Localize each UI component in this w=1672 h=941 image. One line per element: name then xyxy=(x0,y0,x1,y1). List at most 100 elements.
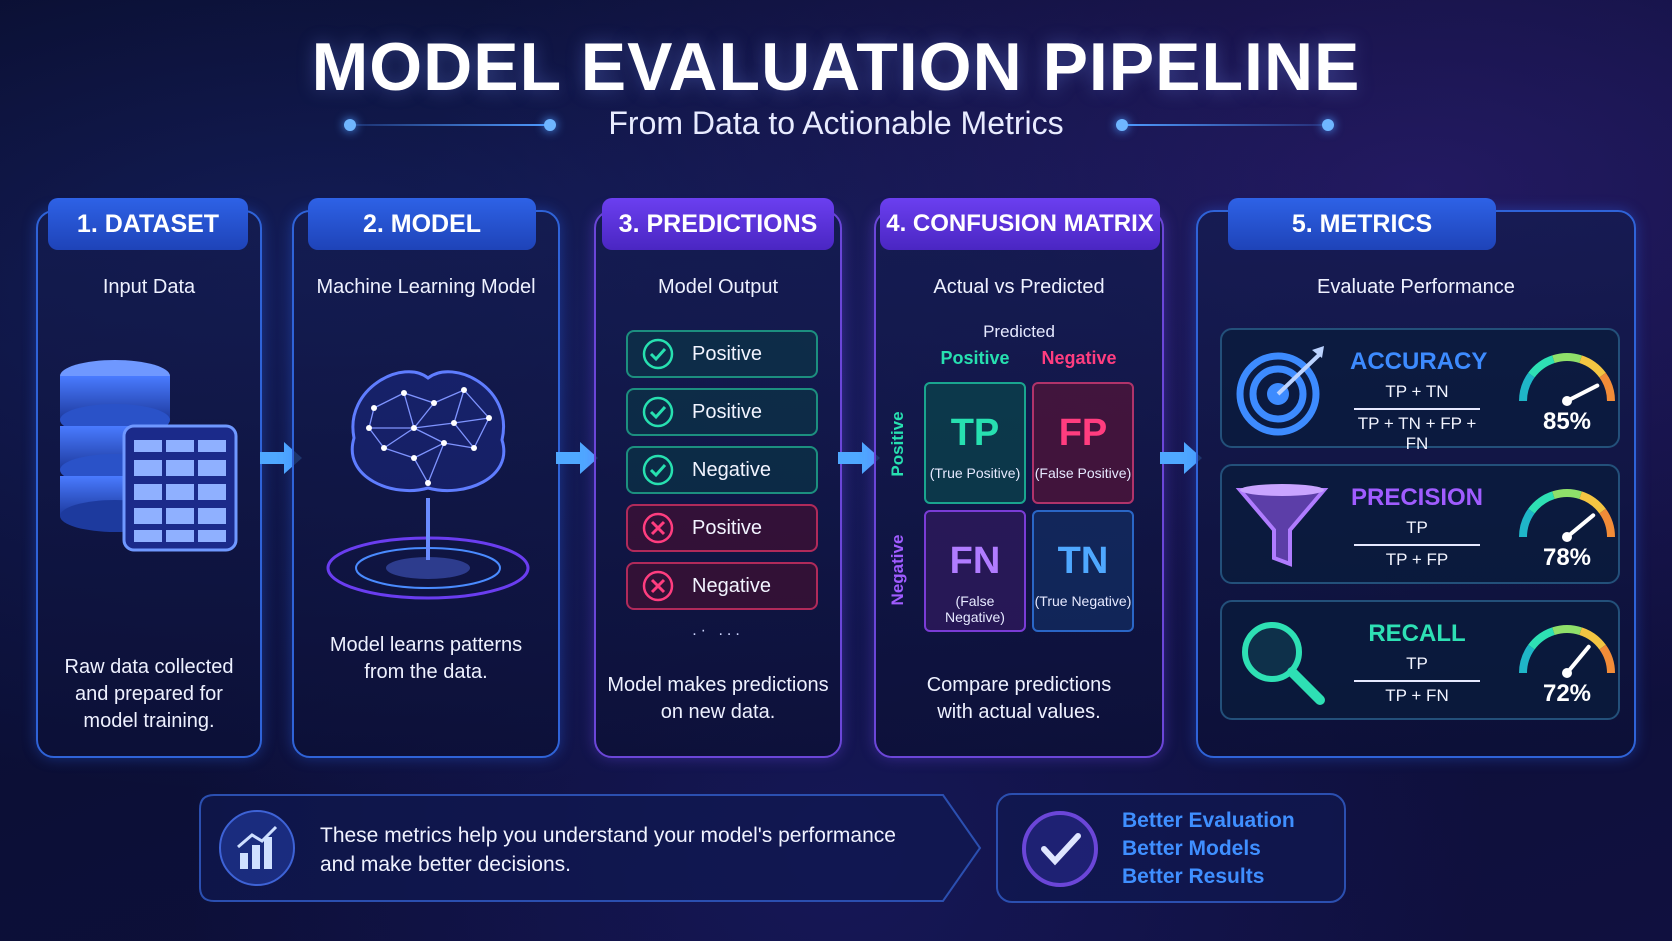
gauge-segment xyxy=(1552,489,1582,500)
gauge-segment xyxy=(1519,508,1535,538)
stage-dataset-panel: 1. DATASET Input Data Raw data collected… xyxy=(36,198,262,758)
metric-card-precision: PRECISION TP TP + FP 78% xyxy=(1220,464,1620,584)
metric-numerator: TP + TN xyxy=(1385,382,1449,401)
flow-arrow-icon xyxy=(260,442,302,474)
flow-arrow-icon xyxy=(1160,442,1202,474)
footer-banner-shape xyxy=(199,794,982,902)
target-icon xyxy=(1236,346,1324,436)
stage-metrics-tab: 5. METRICS xyxy=(1228,198,1496,250)
benefit-item: Better Results xyxy=(1122,865,1265,888)
fraction-bar xyxy=(1354,544,1480,546)
gauge-hub xyxy=(1562,396,1572,406)
gauge-needle xyxy=(1565,644,1591,675)
prediction-item: Positive xyxy=(626,504,818,552)
metric-name: PRECISION xyxy=(1350,484,1484,511)
footer-benefits-panel: Better Evaluation Better Models Better R… xyxy=(996,793,1346,903)
benefit-item: Better Evaluation xyxy=(1122,809,1295,832)
metric-value: 85% xyxy=(1542,408,1592,435)
check-circle-icon xyxy=(642,454,674,486)
metric-numerator: TP xyxy=(1406,654,1428,673)
stage-dataset-tab: 1. DATASET xyxy=(48,198,248,250)
subtitle-dot-left xyxy=(344,119,356,131)
metric-name: ACCURACY xyxy=(1350,348,1488,375)
prediction-item: Positive xyxy=(626,388,818,436)
flow-arrow-icon xyxy=(556,442,598,474)
prediction-label: Positive xyxy=(692,516,763,539)
stage-dataset-subtitle: Input Data xyxy=(102,276,196,298)
column-positive-label: Positive xyxy=(940,348,1010,368)
subtitle-dot-left-inner xyxy=(544,119,556,131)
gauge-segment xyxy=(1599,508,1615,538)
gauge-segment xyxy=(1552,625,1582,636)
stage-confusion-matrix-subtitle: Actual vs Predicted xyxy=(933,276,1105,298)
predicted-axis-label: Predicted xyxy=(983,322,1055,341)
gauge-segment xyxy=(1552,353,1582,364)
gauge-segment xyxy=(1519,644,1535,674)
stage-predictions-description: Model makes predictions on new data. xyxy=(607,674,829,723)
stage-predictions-subtitle: Model Output xyxy=(657,276,779,298)
benefit-item: Better Models xyxy=(1122,837,1261,860)
row-negative-label: Negative xyxy=(888,534,907,606)
x-circle-icon xyxy=(642,570,674,602)
gauge-segment xyxy=(1599,644,1615,674)
stage-model-panel: 2. MODEL Machine Learning Model Model le… xyxy=(292,198,560,758)
metric-denominator: TP + TN + FP + FN xyxy=(1357,414,1477,453)
confusion-cell-tn: TN (True Negative) xyxy=(1032,510,1134,632)
gauge-segment xyxy=(1579,627,1606,650)
gauge-icon xyxy=(1519,489,1615,542)
confusion-cell-tp: TP (True Positive) xyxy=(924,382,1026,504)
gauge-icon xyxy=(1519,625,1615,678)
fraction-bar xyxy=(1354,680,1480,682)
gauge-segment xyxy=(1528,491,1555,514)
funnel-icon xyxy=(1235,484,1329,567)
prediction-label: Positive xyxy=(692,342,763,365)
more-ellipsis: .· ... xyxy=(692,622,744,639)
gauge-hub xyxy=(1562,532,1572,542)
prediction-item: Negative xyxy=(626,446,818,494)
metric-name: RECALL xyxy=(1368,620,1466,647)
fraction-bar xyxy=(1354,408,1480,410)
metric-value: 72% xyxy=(1542,680,1592,707)
metric-denominator: TP + FN xyxy=(1385,686,1449,705)
stage-model-description: Model learns patterns from the data. xyxy=(329,634,523,683)
metric-numerator: TP xyxy=(1406,518,1428,537)
row-positive-label: Positive xyxy=(888,411,907,477)
stage-metrics-subtitle: Evaluate Performance xyxy=(1317,276,1515,298)
gauge-segment xyxy=(1528,627,1555,650)
check-badge-icon xyxy=(1022,811,1098,887)
gauge-hub xyxy=(1562,668,1572,678)
metric-denominator: TP + FP xyxy=(1385,550,1449,569)
confusion-cell-fp: FP (False Positive) xyxy=(1032,382,1134,504)
gauge-segment xyxy=(1579,355,1606,378)
database-icon xyxy=(60,360,238,552)
page-subtitle: From Data to Actionable Metrics xyxy=(608,105,1064,141)
subtitle-line-left xyxy=(350,124,550,126)
subtitle-dot-right-inner xyxy=(1116,119,1128,131)
subtitle-line-right xyxy=(1122,124,1322,126)
metric-value: 78% xyxy=(1542,544,1592,571)
stage-predictions-panel: 3. PREDICTIONS Model Output Positive Pos… xyxy=(594,198,842,758)
metric-card-recall: RECALL TP TP + FN 72% xyxy=(1220,600,1620,720)
x-circle-icon xyxy=(642,512,674,544)
prediction-item: Positive xyxy=(626,330,818,378)
confusion-cell-fn: FN (False Negative) xyxy=(924,510,1026,632)
chart-growth-icon xyxy=(219,810,295,886)
footer-message: These metrics help you understand your m… xyxy=(320,824,896,876)
flow-arrow-icon xyxy=(838,442,880,474)
prediction-label: Negative xyxy=(692,574,771,597)
gauge-icon xyxy=(1519,353,1615,406)
prediction-item: Negative xyxy=(626,562,818,610)
check-circle-icon xyxy=(642,338,674,370)
prediction-label: Negative xyxy=(692,458,771,481)
brain-icon xyxy=(326,370,530,600)
stage-confusion-matrix-panel: 4. CONFUSION MATRIX Actual vs Predicted … xyxy=(874,198,1164,758)
stage-metrics-panel: 5. METRICS Evaluate Performance ACCURACY… xyxy=(1196,198,1636,758)
stage-confusion-matrix-tab: 4. CONFUSION MATRIX xyxy=(880,198,1160,250)
subtitle-dot-right xyxy=(1322,119,1334,131)
gauge-segment xyxy=(1528,355,1555,378)
stage-model-tab: 2. MODEL xyxy=(308,198,536,250)
page-title: MODEL EVALUATION PIPELINE xyxy=(311,29,1361,105)
gauge-segment xyxy=(1599,372,1615,402)
stage-dataset-description: Raw data collected and prepared for mode… xyxy=(64,656,234,732)
magnifier-icon xyxy=(1242,622,1325,705)
